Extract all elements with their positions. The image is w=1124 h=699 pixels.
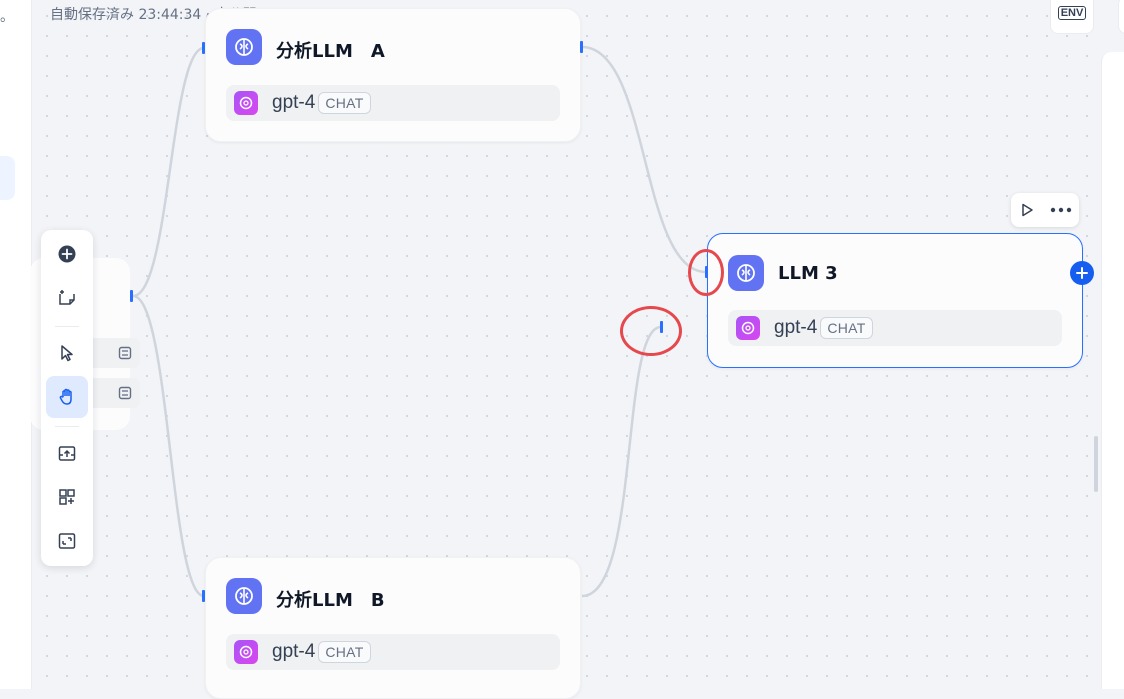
canvas-scrollbar[interactable] bbox=[1094, 436, 1098, 492]
annotation-circle bbox=[620, 306, 682, 356]
llm-brain-icon bbox=[728, 255, 764, 291]
model-selector[interactable]: gpt-4 CHAT bbox=[226, 85, 560, 121]
start-variable-row bbox=[86, 378, 140, 408]
model-mode-badge: CHAT bbox=[318, 641, 371, 663]
env-icon: ENV bbox=[1057, 6, 1087, 20]
llm-brain-icon bbox=[226, 29, 262, 65]
model-mode-badge: CHAT bbox=[318, 92, 371, 114]
llm-node-3[interactable]: LLM 3 gpt-4 CHAT bbox=[707, 233, 1083, 368]
variable-icon bbox=[118, 386, 132, 400]
openai-icon bbox=[736, 316, 760, 340]
right-panel bbox=[1101, 52, 1124, 689]
fit-view-icon[interactable] bbox=[46, 520, 88, 562]
variable-icon bbox=[118, 346, 132, 360]
start-output-handle[interactable] bbox=[130, 290, 133, 302]
add-next-node-button[interactable] bbox=[1070, 261, 1094, 285]
edge-llm-a-to-llm-3 bbox=[581, 45, 707, 274]
model-selector[interactable]: gpt-4 CHAT bbox=[226, 634, 560, 670]
left-sidebar: 。 bbox=[0, 0, 32, 689]
export-image-icon[interactable] bbox=[46, 432, 88, 474]
edge-llm-b-to-target bbox=[581, 325, 662, 598]
env-variables-button[interactable]: ENV bbox=[1050, 0, 1094, 34]
node-title: LLM 3 bbox=[778, 263, 838, 284]
canvas-toolbar bbox=[41, 230, 93, 566]
add-note-icon[interactable] bbox=[46, 276, 88, 318]
model-name: gpt-4 bbox=[774, 317, 818, 338]
sidebar-glyph: 。 bbox=[0, 8, 14, 24]
node-title: 分析LLM B bbox=[276, 590, 385, 611]
edge-start-to-llm-b bbox=[132, 294, 205, 598]
model-mode-badge: CHAT bbox=[820, 317, 873, 339]
sidebar-active-item[interactable] bbox=[0, 156, 15, 200]
node-b-input-handle[interactable] bbox=[202, 590, 205, 602]
more-icon[interactable] bbox=[1050, 207, 1072, 213]
node-a-input-handle[interactable] bbox=[202, 42, 205, 54]
llm-node-a[interactable]: 分析LLM A gpt-4 CHAT bbox=[205, 8, 581, 142]
node-a-output-handle[interactable] bbox=[580, 41, 583, 53]
edge-start-to-llm-a bbox=[132, 46, 205, 298]
llm-brain-icon bbox=[226, 578, 262, 614]
llm-node-b[interactable]: 分析LLM B gpt-4 CHAT bbox=[205, 557, 581, 699]
model-name: gpt-4 bbox=[272, 641, 316, 662]
model-name: gpt-4 bbox=[272, 92, 316, 113]
openai-icon bbox=[234, 640, 258, 664]
right-header-button[interactable] bbox=[1118, 0, 1124, 34]
node-action-bar bbox=[1011, 193, 1079, 227]
node-title: 分析LLM A bbox=[276, 41, 385, 62]
hand-icon[interactable] bbox=[46, 376, 88, 418]
start-variable-row bbox=[86, 338, 140, 368]
organize-blocks-icon[interactable] bbox=[46, 476, 88, 518]
plus-icon bbox=[1076, 267, 1088, 279]
openai-icon bbox=[234, 91, 258, 115]
model-selector[interactable]: gpt-4 CHAT bbox=[728, 310, 1062, 346]
annotation-circle bbox=[688, 249, 724, 296]
pointer-icon[interactable] bbox=[46, 332, 88, 374]
run-icon[interactable] bbox=[1019, 202, 1035, 218]
add-node-icon[interactable] bbox=[46, 233, 88, 275]
